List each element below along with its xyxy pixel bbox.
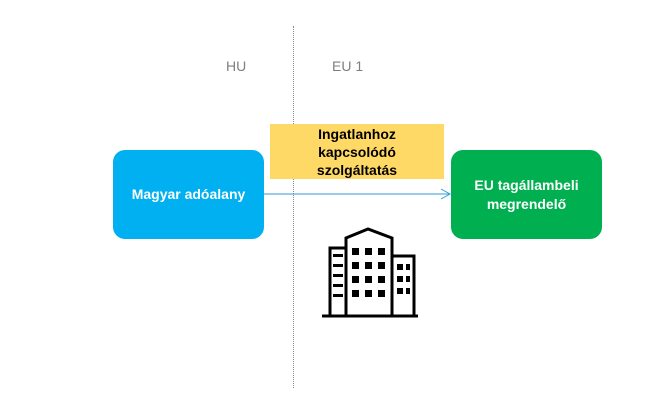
hungarian-taxpayer-label: Magyar adóalany (131, 186, 246, 202)
service-label-box: Ingatlanhoz kapcsolódó szolgáltatás (270, 124, 444, 179)
region-label-eu: EU 1 (332, 58, 364, 74)
building-icon (322, 227, 418, 318)
hungarian-taxpayer-node: Magyar adóalany (113, 150, 264, 239)
region-divider (293, 26, 294, 388)
eu-customer-label: EU tagállambeli megrendelő (474, 176, 579, 212)
eu-customer-node: EU tagállambeli megrendelő (451, 150, 602, 239)
region-label-hu: HU (226, 58, 247, 74)
service-label: Ingatlanhoz kapcsolódó szolgáltatás (316, 125, 398, 178)
